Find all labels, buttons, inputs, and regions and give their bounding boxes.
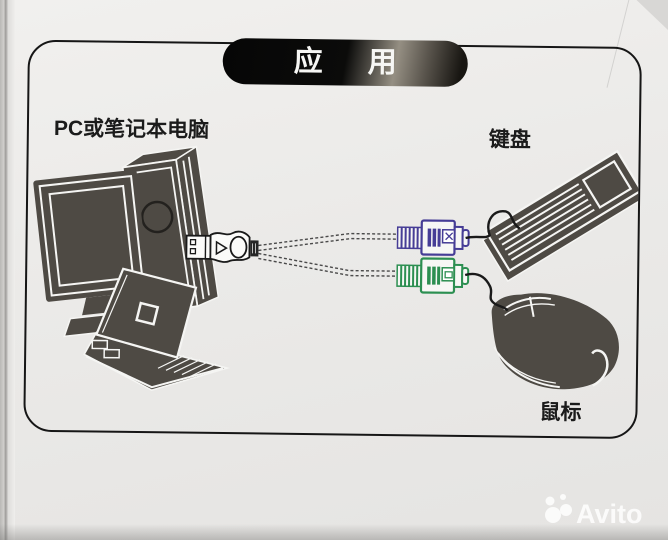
ps2-keyboard-plug-icon	[396, 219, 470, 256]
laptop-icon	[83, 267, 231, 392]
keyboard-glyph-icon	[445, 232, 454, 241]
connection-diagram	[33, 145, 640, 392]
keyboard-cable	[465, 210, 521, 240]
label-computer: PC或笔记本电脑	[53, 116, 210, 142]
paper-edge-left	[0, 0, 15, 540]
label-keyboard: 键盘	[488, 128, 531, 152]
avito-text: Avito	[576, 499, 643, 529]
usb-cable-boot	[250, 240, 259, 257]
photo-corner-topright	[636, 0, 668, 30]
keyboard-numpad	[581, 159, 633, 209]
mouse-icon	[491, 293, 619, 390]
usb-arrow-glyph	[215, 240, 228, 256]
paper-bottom-shadow	[0, 524, 668, 540]
mouse-cable	[464, 272, 509, 312]
laptop-logo	[135, 301, 160, 326]
application-panel: 应 用	[23, 38, 642, 440]
keyboard-icon	[481, 149, 640, 283]
usb-plug-icon	[185, 230, 259, 263]
mouse-glyph-icon	[444, 271, 453, 279]
y-split-wires	[258, 232, 398, 277]
label-mouse: 鼠标	[539, 400, 582, 425]
avito-watermark: Avito	[545, 494, 643, 529]
ps2-mouse-plug-icon	[396, 257, 470, 294]
avito-logo-icon	[545, 494, 572, 523]
